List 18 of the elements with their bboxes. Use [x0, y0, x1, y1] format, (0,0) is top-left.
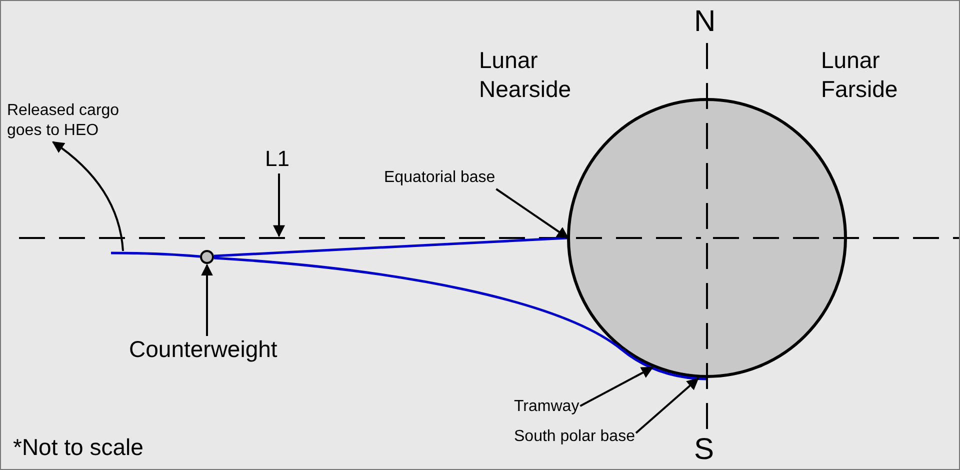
point-label: L1: [265, 145, 290, 172]
compass-label: S: [694, 432, 714, 468]
region-label: Lunar Farside: [821, 46, 899, 104]
arrow: [52, 141, 124, 252]
callout-text: Released cargo goes to HEO: [7, 101, 157, 141]
note-text: *Not to scale: [13, 433, 144, 462]
leader-line: [496, 188, 569, 239]
leader-line: [580, 366, 654, 407]
callout-text: South polar base: [514, 427, 635, 447]
callout-text: Tramway: [514, 397, 580, 417]
region-label: Lunar Nearside: [479, 46, 572, 104]
counterweight-circle: [200, 250, 214, 264]
leader-line: [201, 264, 213, 336]
callout-text: Equatorial base: [384, 168, 496, 188]
leader-line: [635, 378, 699, 434]
arrow: [273, 174, 285, 238]
compass-label: N: [694, 4, 716, 40]
callout-text: Counterweight: [129, 335, 278, 364]
